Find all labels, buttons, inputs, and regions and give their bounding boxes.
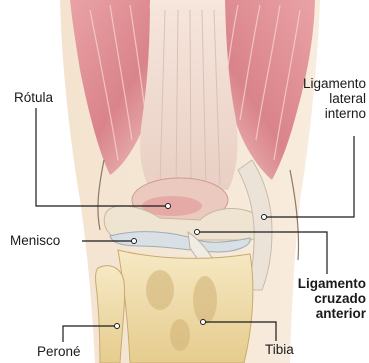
- label-ligamento-lateral-line3: interno: [303, 106, 366, 121]
- fibula: [96, 266, 125, 363]
- label-ligamento-lateral-line2: lateral: [303, 91, 366, 106]
- label-tibia: Tibia: [265, 342, 294, 357]
- quadriceps-tendon: [140, 0, 238, 190]
- label-ligamento-cruzado-anterior: Ligamento cruzado anterior: [298, 276, 366, 321]
- label-ligamento-lateral-interno: Ligamento lateral interno: [303, 76, 366, 121]
- label-ligamento-cruzado-line3: anterior: [298, 306, 366, 321]
- label-ligamento-cruzado-line2: cruzado: [298, 291, 366, 306]
- label-menisco: Menisco: [10, 233, 60, 248]
- label-ligamento-lateral-line1: Ligamento: [303, 76, 366, 91]
- label-perone: Peroné: [37, 344, 81, 359]
- label-ligamento-cruzado-line1: Ligamento: [298, 276, 366, 291]
- label-rotula: Rótula: [14, 90, 53, 105]
